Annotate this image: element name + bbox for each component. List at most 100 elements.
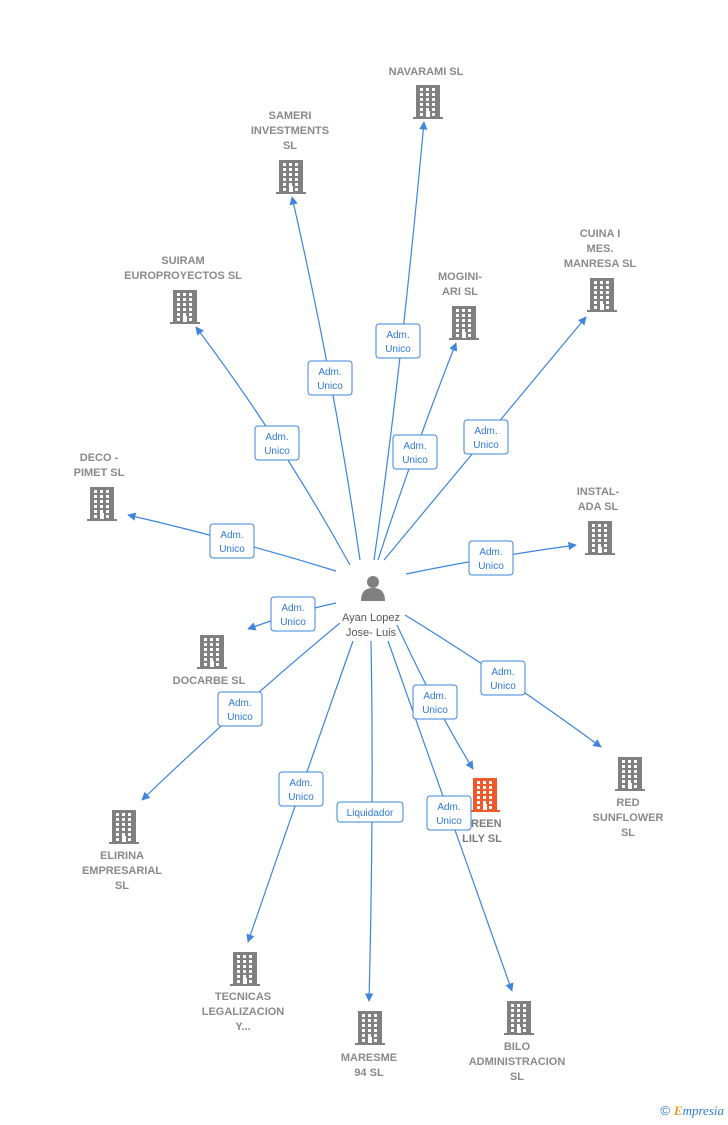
relation-label-docarbe[interactable]: Adm. Unico	[270, 596, 316, 632]
company-label-line: Y...	[235, 1021, 250, 1033]
relation-text: Unico	[402, 455, 428, 466]
company-label-line: TECNICAS	[215, 991, 271, 1003]
company-label-line: SL	[621, 827, 635, 839]
building-icon	[449, 306, 479, 340]
footer-brand: ©Empresia	[660, 1103, 724, 1119]
relation-label-mogini[interactable]: Adm. Unico	[392, 434, 438, 470]
company-label-line: BILO	[504, 1041, 531, 1053]
company-node-navarami[interactable]: NAVARAMI SL	[389, 66, 464, 119]
relation-text: Adm.	[289, 778, 312, 789]
building-icon	[587, 278, 617, 312]
relation-label-redsun[interactable]: Adm. Unico	[480, 660, 526, 696]
relation-text: Unico	[219, 544, 245, 555]
company-label-line: 94 SL	[354, 1067, 384, 1079]
company-label-line: ELIRINA	[100, 850, 144, 862]
company-node-instal[interactable]: INSTAL- ADA SL	[577, 486, 620, 555]
relation-label-deco[interactable]: Adm. Unico	[209, 523, 255, 559]
company-label-line: GREEN	[462, 818, 501, 830]
company-label-line: MARESME	[341, 1052, 397, 1064]
company-label-line: INSTAL-	[577, 486, 620, 498]
building-icon	[197, 635, 227, 669]
company-label-line: NAVARAMI SL	[389, 66, 464, 78]
company-label-line: EUROPROYECTOS SL	[124, 270, 242, 282]
building-icon	[585, 521, 615, 555]
company-label-line: SL	[510, 1071, 524, 1083]
relation-text: Unico	[288, 792, 314, 803]
relation-label-elirina[interactable]: Adm. Unico	[217, 691, 263, 727]
company-label-line: LEGALIZACION	[202, 1006, 285, 1018]
relation-text: Unico	[473, 440, 499, 451]
relation-label-suiram[interactable]: Adm. Unico	[254, 425, 300, 461]
building-icon	[276, 160, 306, 194]
relation-text: Unico	[385, 344, 411, 355]
company-node-sameri[interactable]: SAMERI INVESTMENTS SL	[251, 110, 329, 194]
building-icon	[109, 810, 139, 844]
company-label-line: MES.	[587, 243, 614, 255]
company-node-greenlily[interactable]: GREEN LILY SL	[462, 778, 502, 845]
company-label-line: SUIRAM	[161, 255, 204, 267]
building-icon	[355, 1011, 385, 1045]
company-label-line: CUINA I	[580, 228, 621, 240]
relation-text: Unico	[478, 561, 504, 572]
company-label-line: PIMET SL	[74, 467, 125, 479]
company-label-line: RED	[616, 797, 639, 809]
relation-text: Unico	[264, 446, 290, 457]
relation-text: Adm.	[318, 367, 341, 378]
relation-label-sameri[interactable]: Adm.Unico	[307, 360, 353, 396]
building-icon	[170, 290, 200, 324]
company-label-line: SL	[283, 140, 297, 152]
relation-text: Adm.	[474, 426, 497, 437]
relation-text: Unico	[436, 816, 462, 827]
company-node-suiram[interactable]: SUIRAM EUROPROYECTOS SL	[124, 255, 242, 324]
relation-text: Adm.	[265, 432, 288, 443]
company-label-line: ADA SL	[578, 501, 619, 513]
company-label-line: MOGINI-	[438, 271, 482, 283]
company-label-line: MANRESA SL	[564, 258, 637, 270]
relation-text: Adm.	[220, 530, 243, 541]
relation-label-maresme[interactable]: Liquidador	[336, 801, 404, 823]
person-name-line-2: Jose- Luis	[346, 627, 397, 639]
company-label-line: LILY SL	[462, 833, 502, 845]
building-icon	[615, 757, 645, 791]
copyright-symbol: ©	[660, 1103, 670, 1118]
relation-label-navarami[interactable]: Adm. Unico	[375, 323, 421, 359]
relation-text: Unico	[280, 617, 306, 628]
building-icon	[87, 487, 117, 521]
relation-text: Adm.	[281, 603, 304, 614]
relation-label-bilo[interactable]: Adm.Unico	[426, 795, 472, 831]
building-icon	[230, 952, 260, 986]
brand-logo[interactable]: Empresia	[673, 1103, 724, 1118]
relation-text: Adm.	[228, 698, 251, 709]
company-node-mogini[interactable]: MOGINI-ARI SL	[438, 271, 482, 340]
company-node-cuina[interactable]: CUINA I MES. MANRESA SL	[564, 228, 637, 312]
company-node-deco[interactable]: DECO - PIMET SL	[74, 452, 125, 521]
person-icon	[361, 576, 385, 601]
company-label-line: INVESTMENTS	[251, 125, 329, 137]
company-node-redsun[interactable]: RED SUNFLOWER SL	[593, 757, 664, 839]
relation-text: Adm.	[386, 330, 409, 341]
company-node-maresme[interactable]: MARESME 94 SL	[341, 1011, 397, 1079]
company-node-bilo[interactable]: BILO ADMINISTRACION SL	[469, 1001, 566, 1083]
relation-label-cuina[interactable]: Adm. Unico	[463, 419, 509, 455]
relation-text: Adm.	[491, 667, 514, 678]
relation-label-tecnicas[interactable]: Adm. Unico	[278, 771, 324, 807]
relation-label-instal[interactable]: Adm. Unico	[468, 540, 514, 576]
person-node[interactable]: Ayan Lopez Jose- Luis	[342, 576, 400, 639]
company-label-line: ADMINISTRACION	[469, 1056, 566, 1068]
company-node-tecnicas[interactable]: TECNICAS LEGALIZACION Y...	[202, 952, 285, 1033]
company-label-line: DECO -	[80, 452, 119, 464]
company-label-line: SAMERI	[269, 110, 312, 122]
company-label-line: SUNFLOWER	[593, 812, 664, 824]
relation-text: Liquidador	[347, 808, 394, 819]
company-node-docarbe[interactable]: DOCARBE SL	[173, 635, 246, 687]
relation-text: Adm.	[403, 441, 426, 452]
company-label-line: EMPRESARIAL	[82, 865, 162, 877]
relation-text: Unico	[227, 712, 253, 723]
relation-text: Unico	[490, 681, 516, 692]
person-name-line-1: Ayan Lopez	[342, 612, 400, 624]
relation-text: Adm.	[479, 547, 502, 558]
relation-label-greenlily[interactable]: Adm.Unico	[412, 684, 458, 720]
building-icon	[504, 1001, 534, 1035]
